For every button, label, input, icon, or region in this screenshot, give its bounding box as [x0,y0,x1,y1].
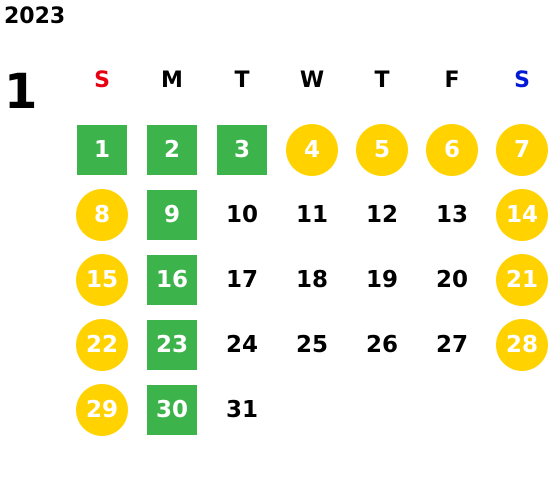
day-number: 10 [225,202,258,228]
day-cell[interactable]: 16 [145,254,199,306]
yellow-circle-marker [76,384,128,436]
day-number: 27 [435,332,468,358]
day-cell[interactable]: 22 [75,319,129,371]
day-number: 24 [225,332,258,358]
day-number: 20 [435,267,468,293]
day-cell[interactable]: 25 [285,319,339,371]
day-number: 19 [365,267,398,293]
green-square-marker [147,320,197,370]
day-cell[interactable]: 31 [215,384,269,436]
yellow-circle-marker [76,189,128,241]
day-number: 4 [303,137,320,163]
month-label: 1 [4,64,38,120]
weekday-header: F [444,68,460,93]
day-number: 9 [163,202,180,228]
day-number: 3 [233,137,250,163]
green-square-marker [77,125,127,175]
year-label: 2023 [4,4,66,29]
day-number: 16 [155,267,188,293]
day-cell[interactable]: 4 [285,124,339,176]
day-cell[interactable]: 23 [145,319,199,371]
yellow-circle-marker [356,124,408,176]
yellow-circle-marker [426,124,478,176]
day-cell[interactable]: 12 [355,189,409,241]
day-number: 8 [93,202,110,228]
day-cell[interactable]: 24 [215,319,269,371]
day-cell[interactable]: 7 [495,124,548,176]
day-cell[interactable]: 29 [75,384,129,436]
day-cell[interactable]: 2 [145,124,199,176]
day-cell[interactable]: 17 [215,254,269,306]
weekday-header: S [94,68,110,93]
day-cell[interactable]: 9 [145,189,199,241]
day-cell[interactable]: 13 [425,189,479,241]
yellow-circle-marker [496,319,548,371]
day-number: 30 [155,397,188,423]
day-cell[interactable]: 18 [285,254,339,306]
yellow-circle-marker [286,124,338,176]
day-cell[interactable]: 1 [75,124,129,176]
green-square-marker [147,125,197,175]
weekday-header: W [299,68,325,93]
day-cell[interactable]: 10 [215,189,269,241]
day-number: 14 [505,202,538,228]
day-number: 21 [505,267,538,293]
day-cell[interactable]: 3 [215,124,269,176]
day-number: 7 [513,137,530,163]
day-cell[interactable]: 5 [355,124,409,176]
day-number: 11 [295,202,328,228]
yellow-circle-marker [76,319,128,371]
day-cell[interactable]: 26 [355,319,409,371]
weekday-header: T [374,68,390,93]
weekday-header: M [161,68,183,93]
weekday-header: T [234,68,250,93]
day-cell[interactable]: 20 [425,254,479,306]
day-number: 2 [163,137,180,163]
day-number: 28 [505,332,538,358]
day-number: 23 [155,332,188,358]
day-cell[interactable]: 15 [75,254,129,306]
day-cell[interactable]: 14 [495,189,548,241]
day-number: 22 [85,332,118,358]
day-number: 12 [365,202,398,228]
green-square-marker [147,190,197,240]
day-cell[interactable]: 8 [75,189,129,241]
day-cell[interactable]: 11 [285,189,339,241]
day-number: 13 [435,202,468,228]
day-number: 1 [93,137,110,163]
yellow-circle-marker [496,254,548,306]
yellow-circle-marker [496,189,548,241]
day-number: 26 [365,332,398,358]
day-number: 25 [295,332,328,358]
green-square-marker [147,385,197,435]
day-cell[interactable]: 27 [425,319,479,371]
day-number: 6 [443,137,460,163]
day-number: 18 [295,267,328,293]
day-cell[interactable]: 30 [145,384,199,436]
day-number: 15 [85,267,118,293]
yellow-circle-marker [496,124,548,176]
day-cell[interactable]: 6 [425,124,479,176]
green-square-marker [217,125,267,175]
day-cell[interactable]: 21 [495,254,548,306]
day-cell[interactable]: 19 [355,254,409,306]
day-number: 17 [225,267,258,293]
weekday-header: S [514,68,530,93]
day-cell[interactable]: 28 [495,319,548,371]
day-number: 5 [373,137,390,163]
day-number: 29 [85,397,118,423]
green-square-marker [147,255,197,305]
yellow-circle-marker [76,254,128,306]
day-number: 31 [225,397,258,423]
